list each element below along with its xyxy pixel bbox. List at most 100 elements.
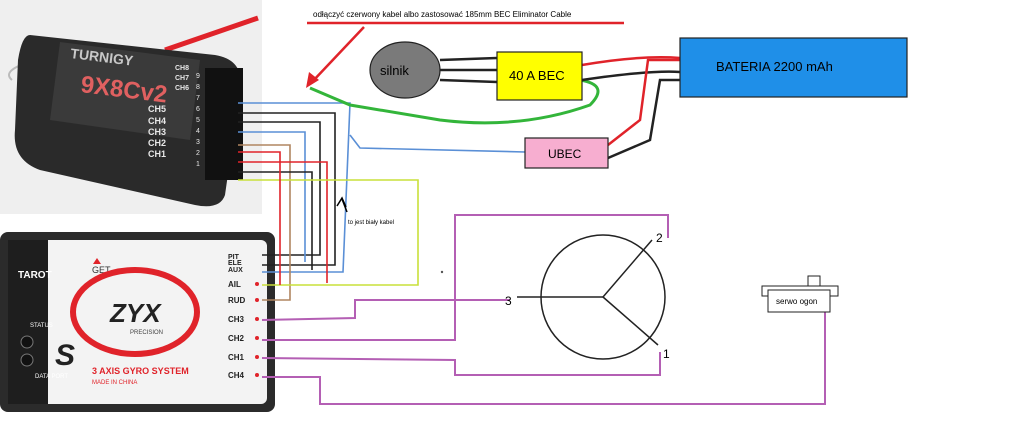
receiver-channel-ch2: CH2: [148, 138, 166, 148]
annotation-text: odłączyć czerwony kabel albo zastosować …: [313, 10, 572, 19]
gyro-port-ch1: CH1: [228, 353, 245, 362]
wire-ubec-blue: [349, 134, 526, 153]
status-led-icon: [20, 335, 34, 349]
receiver-pin-2: 2: [196, 150, 200, 157]
esc: 40 A BEC: [496, 51, 583, 101]
arrow-head-icon: [306, 72, 319, 88]
receiver-pin-7: 7: [196, 95, 200, 102]
wire-ubec-black: [607, 78, 680, 160]
receiver-pin-5: 5: [196, 117, 200, 124]
motor-shape: [369, 41, 441, 99]
tail-servo: serwo ogon: [761, 275, 839, 313]
gyro: TAROT GET STATUS DATA PORT ZYX PRECISION…: [0, 232, 275, 412]
receiver-pin-1: 1: [196, 161, 200, 168]
arrow-head-icon: [336, 196, 347, 208]
gyro-port-ch4: CH4: [228, 371, 245, 380]
wire-motor: [439, 78, 498, 84]
wire-blue: [238, 102, 351, 273]
gyro-port-ch2: CH2: [228, 334, 245, 343]
wire-blue: [238, 131, 306, 262]
gyro-label: [8, 240, 267, 404]
wire-red: [238, 161, 328, 283]
motor: silnik: [369, 41, 441, 99]
wire-ubec-red: [607, 58, 680, 146]
swashplate-arm: [602, 239, 653, 298]
swashplate: 2 3 1: [505, 231, 670, 361]
wire-ch4: [262, 312, 826, 405]
white-wire-label: to jest biały kabel: [348, 220, 394, 226]
gyro-letter: S: [55, 339, 75, 372]
stray-dot: [440, 270, 444, 274]
receiver-pin-6: 6: [196, 106, 200, 113]
receiver-gyro-wires: [238, 102, 419, 301]
wire-red: [238, 151, 281, 285]
ubec-box: [524, 137, 609, 169]
gyro-brand: TAROT: [18, 270, 52, 281]
power-wires: [309, 56, 681, 160]
white-wire-annotation: to jest biały kabel: [336, 196, 394, 226]
ubec-label: UBEC: [548, 147, 582, 161]
servo-number-1: 1: [663, 347, 670, 361]
gyro-port-aux: AUX: [228, 267, 243, 274]
wire-lime: [238, 179, 419, 286]
gyro-port-rud: RUD: [228, 296, 246, 305]
annotation-arrow-line: [311, 26, 365, 83]
gyro-status-label: STATUS: [30, 323, 53, 329]
gyro-logo-ring: [70, 267, 200, 357]
wire-green: [309, 78, 600, 125]
battery: BATERIA 2200 mAh: [679, 37, 908, 98]
gyro-port-ele: ELE: [228, 260, 242, 267]
gyro-port-pin-icon: [255, 336, 259, 340]
wire-black: [238, 121, 321, 256]
wire-black: [238, 171, 313, 270]
servo-body: [767, 289, 831, 313]
gyro-description: 3 AXIS GYRO SYSTEM: [92, 366, 189, 376]
servo-horn: [807, 275, 821, 287]
gyro-made-in: MADE IN CHINA: [92, 380, 137, 386]
gyro-port-pin-icon: [255, 298, 259, 302]
motor-label: silnik: [380, 63, 409, 78]
receiver-pin-4: 4: [196, 128, 200, 135]
receiver-label-panel: [50, 42, 200, 140]
ubec: UBEC: [524, 137, 609, 169]
gyro-port-ch3: CH3: [228, 315, 245, 324]
servo-number-3: 3: [505, 294, 512, 308]
receiver-channel-ch3: CH3: [148, 127, 166, 137]
get-arrow-icon: [93, 258, 101, 264]
receiver-channel-ch5: CH5: [148, 104, 166, 114]
receiver-channel-ch4: CH4: [148, 116, 166, 126]
wire-ch2: [262, 214, 669, 341]
servo-number-2: 2: [656, 231, 663, 245]
gyro-port-pin-icon: [255, 355, 259, 359]
receiver-pin-8: 8: [196, 84, 200, 91]
receiver-brand: TURNIGY: [70, 45, 135, 69]
receiver-channel-ch1: CH1: [148, 149, 166, 159]
gyro-port-ail: AIL: [228, 280, 241, 289]
servo-wires: [261, 214, 826, 405]
wire-brown: [238, 144, 291, 301]
gyro-model: ZYX: [109, 298, 162, 328]
gyro-port-pit: PIT: [228, 254, 240, 261]
swashplate-arm: [602, 296, 659, 346]
gyro-precision: PRECISION: [130, 330, 163, 336]
esc-label: 40 A BEC: [509, 68, 565, 83]
receiver-channel-ch6: CH6: [175, 85, 189, 92]
receiver-channel-ch7: CH7: [175, 75, 189, 82]
receiver-pin-9: 9: [196, 73, 200, 80]
gyro-port-pin-icon: [255, 282, 259, 286]
status-led-icon: [20, 353, 34, 367]
gyro-side-strip: [8, 240, 48, 404]
gyro-data-port-label: DATA PORT: [35, 374, 68, 380]
wire-ch1: [261, 352, 661, 376]
servo-label: serwo ogon: [776, 297, 817, 306]
gyro-get-label: GET: [92, 265, 111, 275]
gyro-port-pin-icon: [255, 317, 259, 321]
battery-label: BATERIA 2200 mAh: [716, 59, 833, 74]
receiver-pin-header: [205, 68, 243, 180]
wire-ch3: [261, 299, 510, 321]
